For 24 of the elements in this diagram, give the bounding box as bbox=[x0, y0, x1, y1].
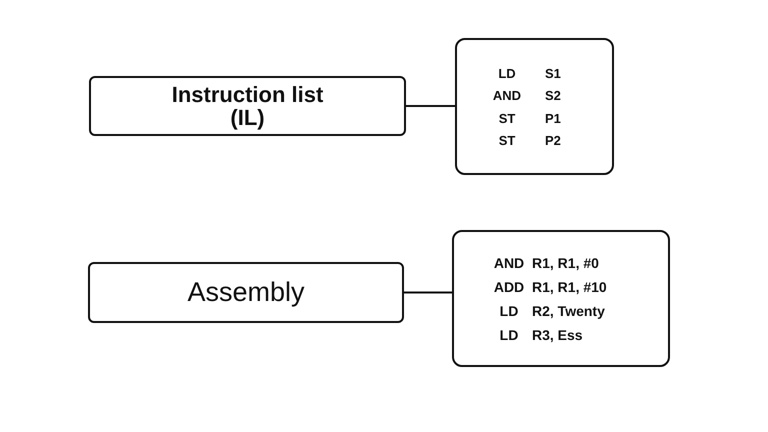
instruction-text: LD bbox=[498, 326, 520, 344]
code-box bbox=[455, 38, 614, 175]
node-label: Instruction list (IL) bbox=[170, 83, 324, 129]
operand-text: P1 bbox=[545, 110, 561, 126]
operand-text: S2 bbox=[545, 87, 561, 104]
instruction-text: AND bbox=[492, 254, 526, 272]
operand-text: R2, Twenty bbox=[532, 302, 605, 320]
operand-text: S1 bbox=[545, 64, 561, 82]
instruction-text: ST bbox=[498, 110, 516, 126]
language-box bbox=[89, 76, 406, 136]
language-box bbox=[88, 262, 404, 323]
instruction-text: LD bbox=[497, 64, 517, 82]
code-box bbox=[452, 230, 670, 367]
instruction-text: AND bbox=[492, 87, 522, 104]
operand-text: R1, R1, #0 bbox=[532, 254, 599, 272]
operand-text: R1, R1, #10 bbox=[532, 278, 607, 296]
instruction-text: ST bbox=[498, 132, 516, 149]
node-label: Assembly bbox=[186, 277, 306, 308]
connector-line bbox=[404, 292, 452, 294]
instruction-text: LD bbox=[498, 302, 520, 320]
operand-text: R3, Ess bbox=[532, 326, 583, 344]
instruction-text: ADD bbox=[492, 278, 526, 296]
operand-text: P2 bbox=[545, 132, 561, 149]
connector-line bbox=[406, 105, 455, 107]
